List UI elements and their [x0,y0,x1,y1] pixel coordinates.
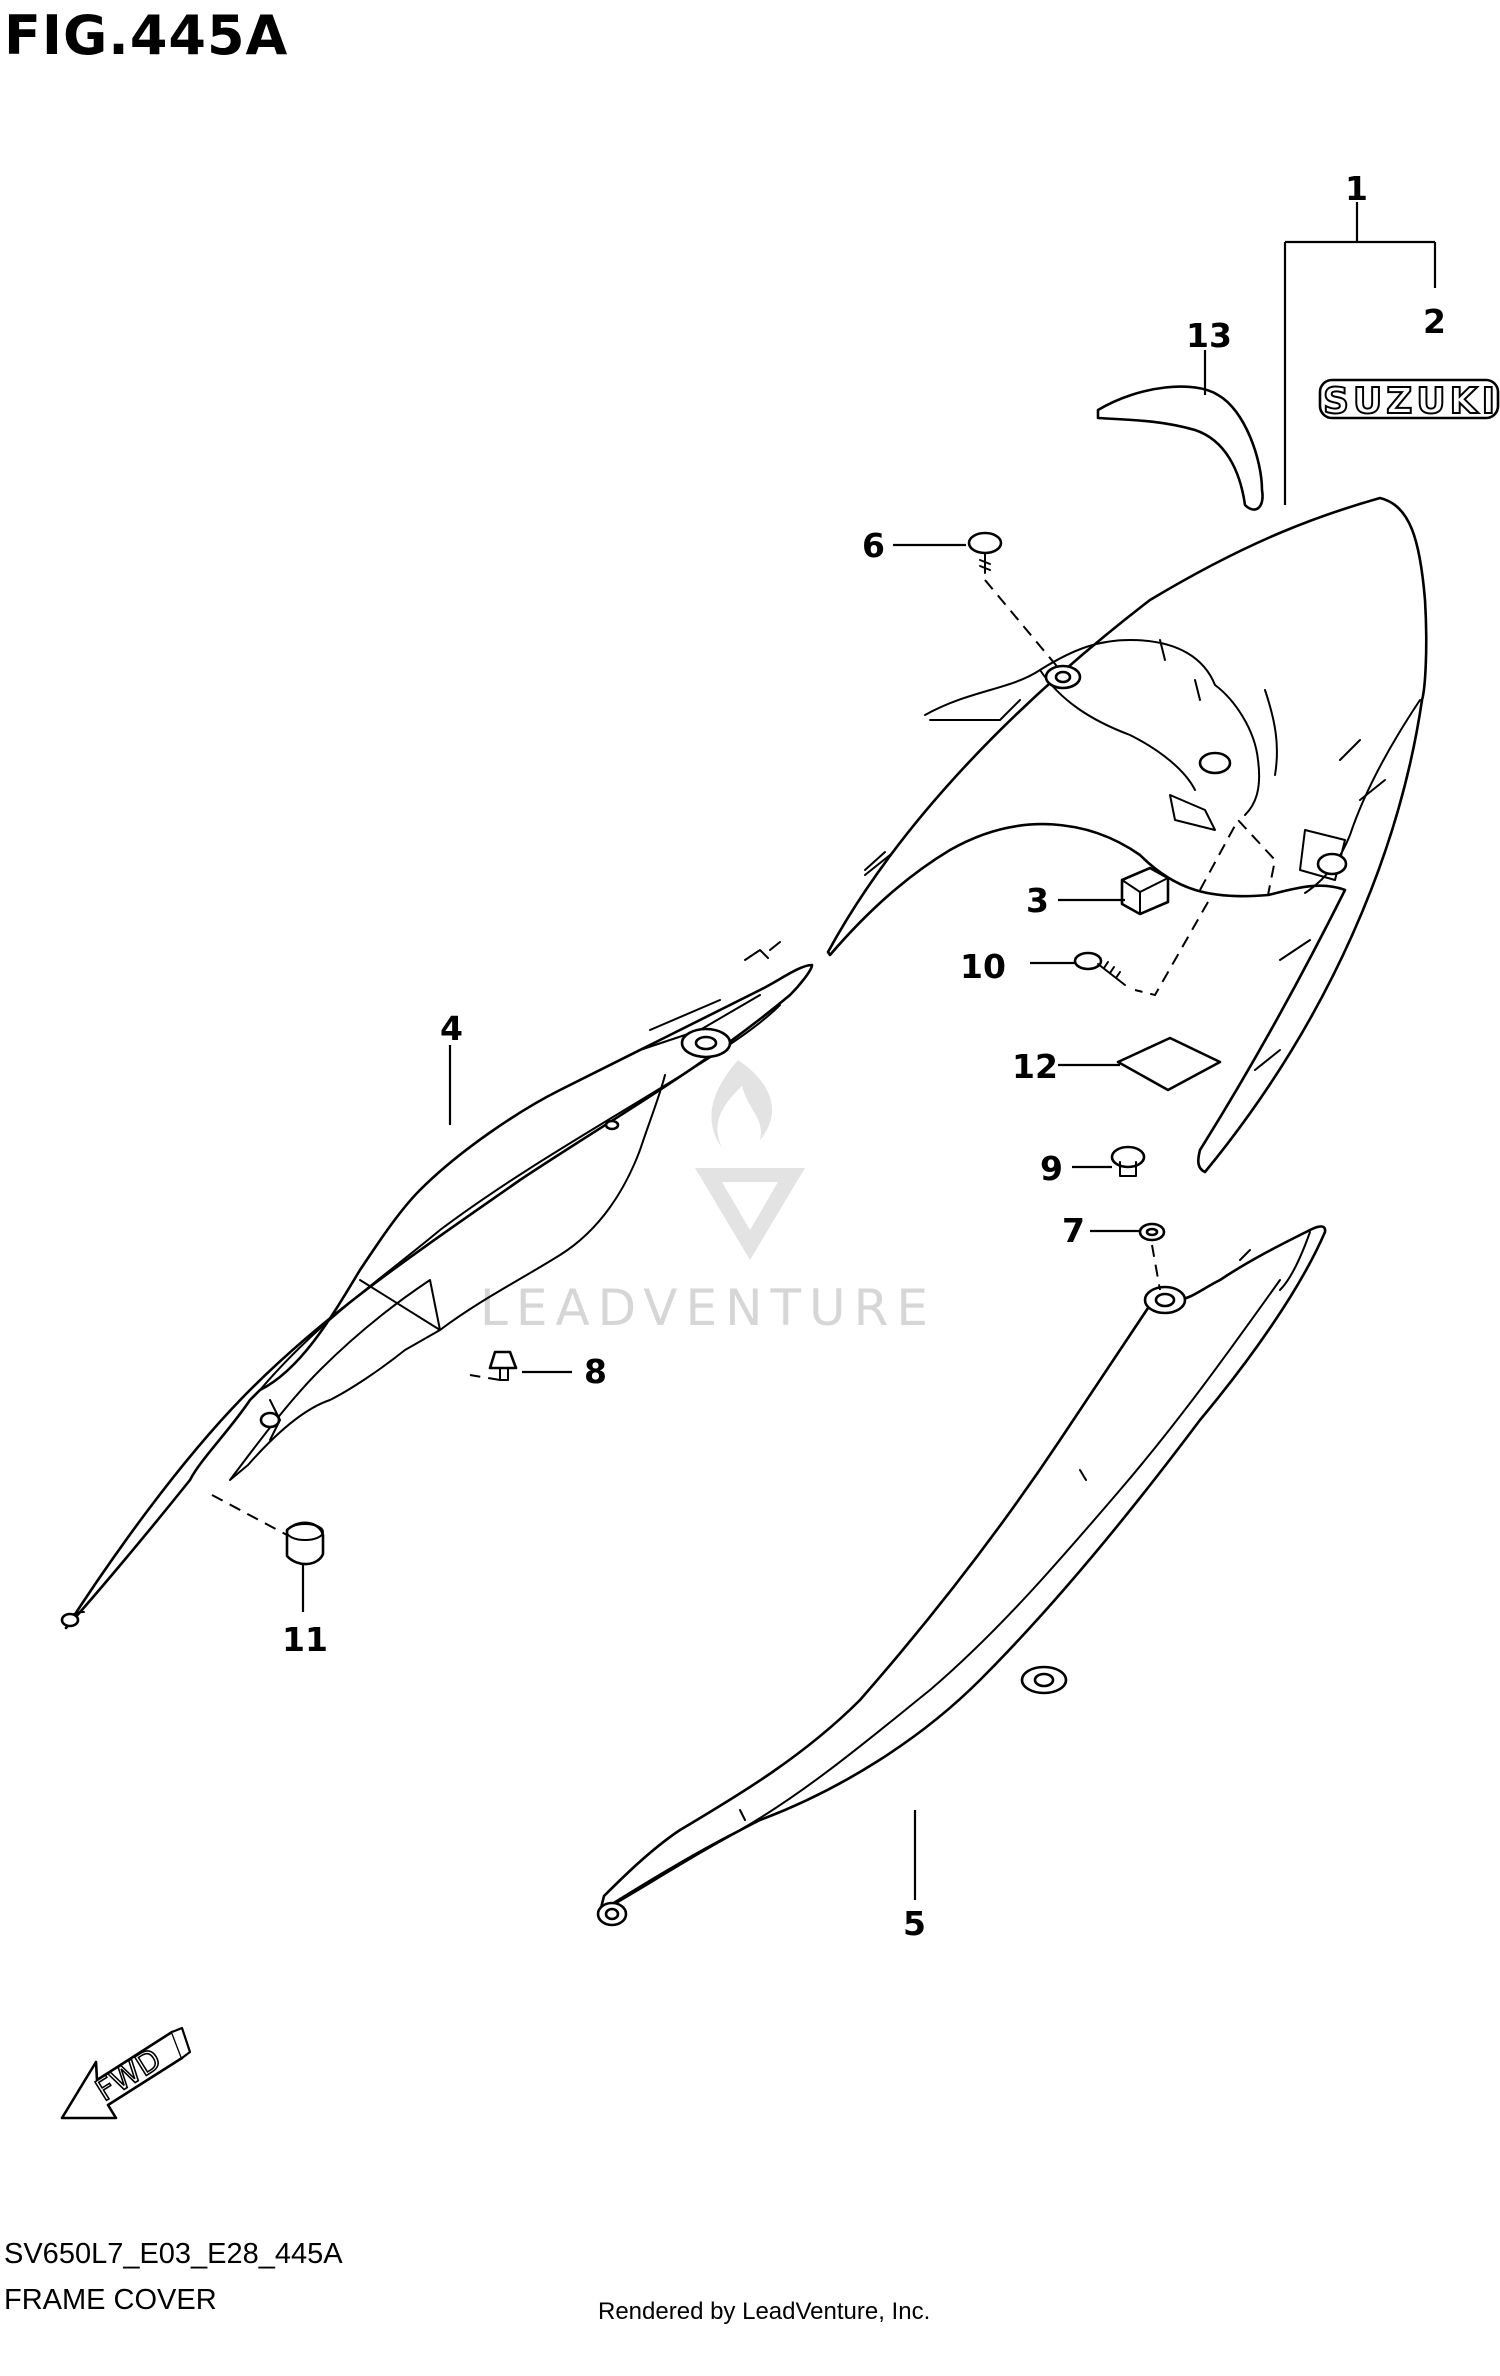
fwd-direction-arrow: FWD [60,2026,192,2120]
trim-strip-part-13 [1096,385,1264,511]
bolt-part-9 [1110,1145,1146,1177]
assembly-lines [211,579,1277,1536]
figure-code: SV650L7_E03_E28_445A [4,2238,343,2270]
suzuki-logo-text: SUZUKI [1323,381,1495,422]
callout-12: 12 [1012,1047,1058,1086]
watermark-text: LEADVENTURE [480,1279,936,1337]
callout-4: 4 [440,1009,463,1048]
callout-1: 1 [1345,169,1368,208]
screw-part-6 [967,531,1003,574]
leader-lines [301,202,1437,1900]
callout-11: 11 [282,1620,328,1659]
cap-part-11 [285,1521,325,1566]
suzuki-emblem-part-2: SUZUKI [1318,378,1500,423]
watermark: LEADVENTURE [480,1060,936,1337]
figure-name: FRAME COVER [4,2284,217,2316]
screw-part-10 [1073,951,1126,986]
pad-part-12 [1116,1036,1222,1092]
nut-part-7 [1138,1222,1166,1242]
figure-title: FIG.445A [4,4,289,67]
callout-5: 5 [903,1904,926,1943]
rendered-by-credit: Rendered by LeadVenture, Inc. [598,2298,931,2325]
callout-7: 7 [1062,1211,1085,1250]
tail-cover-part-1 [826,496,1428,1174]
callout-9: 9 [1040,1149,1063,1188]
clip-part-3 [1120,866,1170,916]
callouts: 1 2 3 4 5 6 7 8 9 10 11 12 13 [282,169,1446,1943]
callout-10: 10 [960,947,1006,986]
left-side-cover-part-4 [60,941,814,1630]
callout-2: 2 [1423,302,1446,341]
callout-8: 8 [584,1352,607,1391]
callout-3: 3 [1026,881,1049,920]
callout-6: 6 [862,526,885,565]
rivet-part-8 [488,1350,518,1381]
callout-13: 13 [1186,316,1232,355]
right-side-cover-part-5 [596,1225,1327,1927]
